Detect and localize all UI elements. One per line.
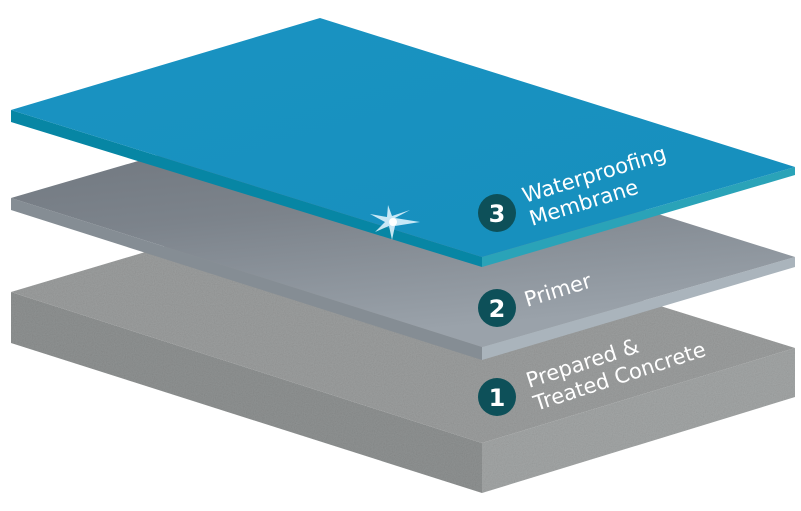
badge-3 — [478, 194, 516, 232]
badge-1 — [478, 378, 516, 416]
membrane-layer — [11, 18, 795, 267]
badge-number: 3 — [489, 200, 506, 228]
sparkle-icon — [370, 205, 420, 240]
badge-number: 1 — [489, 384, 506, 412]
badge-number: 2 — [489, 295, 506, 323]
badge-2 — [478, 289, 516, 327]
